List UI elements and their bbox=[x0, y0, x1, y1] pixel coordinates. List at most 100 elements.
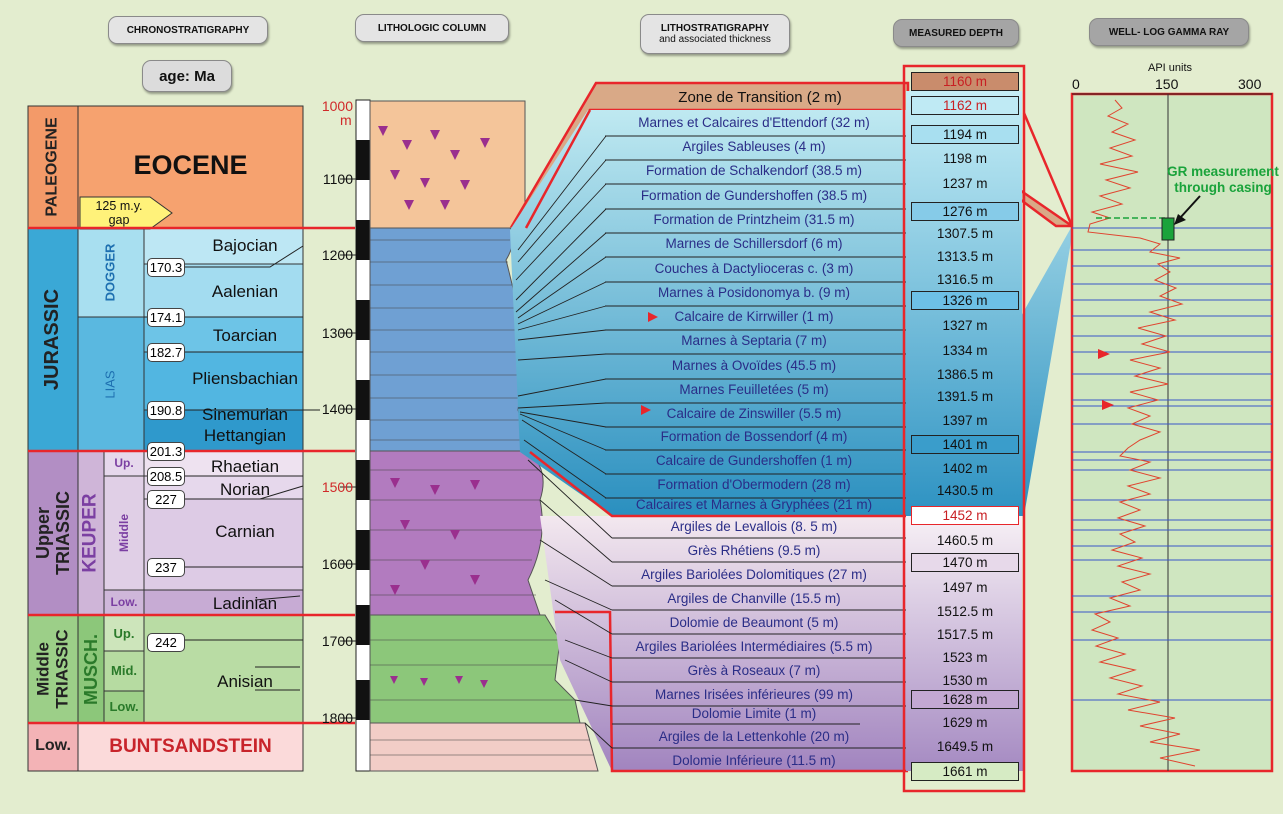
epoch-eocene-label: EOCENE bbox=[133, 150, 248, 180]
depth-label-1500: 1500 bbox=[321, 479, 353, 495]
depth-label-1400: 1400 bbox=[321, 401, 353, 417]
md-value-boxed: 1194 m bbox=[911, 125, 1019, 144]
md-value: 1530 m bbox=[942, 673, 988, 688]
litho-eocene bbox=[369, 100, 526, 229]
gamma-marker-2 bbox=[1102, 400, 1114, 410]
gamma-horizontal-markers bbox=[1072, 227, 1272, 701]
age-box: 242 bbox=[147, 633, 185, 652]
md-value: 1430.5 m bbox=[936, 483, 994, 498]
lithostrat-red-outline-triassic bbox=[555, 610, 908, 773]
stage-carnian-label: Carnian bbox=[215, 522, 275, 541]
lithostrat-label: Dolomie Inférieure (11.5 m) bbox=[672, 753, 836, 768]
gamma-tick-0: 0 bbox=[1072, 76, 1080, 92]
md-value-boxed: 1160 m bbox=[911, 72, 1019, 91]
subepoch-up-box bbox=[103, 450, 145, 477]
md-value: 1649.5 m bbox=[936, 739, 994, 754]
period-lower-triassic-label: Low. bbox=[35, 737, 71, 754]
epoch-lias-label: LIAS bbox=[102, 369, 118, 399]
stage-pliensbachian-label: Pliensbachian bbox=[192, 369, 298, 388]
lithostrat-label: Marnes Irisées inférieures (99 m) bbox=[654, 687, 854, 702]
casing-arrow-line bbox=[1179, 195, 1201, 219]
lithostrat-red-outline-jurassic-bottom bbox=[529, 451, 908, 518]
period-upper-triassic-label: Upper TRIASSIC bbox=[22, 451, 84, 615]
md-value: 1313.5 m bbox=[936, 249, 994, 264]
gamma-units-label: API units bbox=[1147, 62, 1193, 74]
marker-kirrwiller bbox=[648, 312, 658, 322]
depth-label-1300: 1300 bbox=[321, 325, 353, 341]
epoch-musch-label: MUSCH. bbox=[80, 633, 101, 705]
litho-jurassic bbox=[369, 227, 531, 452]
header-measured-depth: MEASURED DEPTH bbox=[893, 19, 1019, 47]
casing-arrow-head bbox=[1174, 214, 1186, 225]
subepoch-m-mid-label: Mid. bbox=[111, 663, 137, 678]
age-box: 201.3 bbox=[147, 442, 185, 461]
md-value: 1397 m bbox=[942, 413, 988, 428]
lithostrat-label: Marnes à Septaria (7 m) bbox=[681, 333, 827, 348]
epoch-dogger-label: DOGGER bbox=[102, 243, 118, 302]
md-value: 1391.5 m bbox=[936, 389, 994, 404]
subepoch-up-label: Up. bbox=[114, 456, 134, 470]
md-value-boxed: 1401 m bbox=[911, 435, 1019, 454]
lithostrat-red-outline-jurassic bbox=[524, 109, 592, 229]
lithostrat-label: Dolomie de Beaumont (5 m) bbox=[669, 615, 839, 630]
subepoch-m-mid-box bbox=[103, 650, 145, 692]
lithostrat-label: Zone de Transition (2 m) bbox=[678, 89, 842, 106]
stage-toarcian-label: Toarcian bbox=[212, 326, 278, 345]
stage-ladinian-box bbox=[143, 589, 304, 616]
lithostrat-label: Calcaire de Zinswiller (5.5 m) bbox=[666, 406, 842, 421]
gap-label: 125 m.y. gap bbox=[95, 199, 143, 227]
lithostrat-label: Couches à Dactylioceras c. (3 m) bbox=[654, 261, 854, 276]
depth-unit-label: m bbox=[340, 112, 352, 128]
header-lithostratigraphy: LITHOSTRATIGRAPHY and associated thickne… bbox=[640, 14, 790, 54]
lithostrat-label: Calcaire de Gundershoffen (1 m) bbox=[655, 453, 853, 468]
epoch-keuper-label: KEUPER bbox=[80, 493, 101, 573]
lithostrat-label: Marnes et Calcaires d'Ettendorf (32 m) bbox=[638, 115, 870, 130]
md-value: 1307.5 m bbox=[936, 226, 994, 241]
md-value: 1316.5 m bbox=[936, 272, 994, 287]
stage-bajocian-label: Bajocian bbox=[212, 236, 278, 255]
middle-triassic-line1: Middle bbox=[34, 642, 53, 696]
md-value: 1517.5 m bbox=[936, 627, 994, 642]
stage-rhaetian-label: Rhaetian bbox=[210, 457, 280, 476]
md-value: 1237 m bbox=[942, 176, 988, 191]
md-value: 1402 m bbox=[942, 461, 988, 476]
depth-scale-segments bbox=[356, 140, 370, 720]
depth-label-1200: 1200 bbox=[321, 247, 353, 263]
stage-sinemurian-label: Sinemurian bbox=[202, 405, 288, 424]
period-middle-triassic-label: Middle TRIASSIC bbox=[22, 615, 84, 723]
subepoch-middle-label: Middle bbox=[117, 514, 131, 552]
gamma-panel bbox=[1070, 92, 1274, 773]
age-box: 190.8 bbox=[147, 401, 185, 420]
lithostrat-label: Formation de Schalkendorf (38.5 m) bbox=[645, 163, 863, 178]
upper-triassic-line2: TRIASSIC bbox=[53, 490, 74, 576]
depth-label-1600: 1600 bbox=[321, 556, 353, 572]
lithostrat-label: Formation d'Obermodern (28 m) bbox=[657, 477, 851, 492]
md-value-boxed: 1452 m bbox=[911, 506, 1019, 525]
subepoch-low-label: Low. bbox=[110, 595, 138, 609]
age-box: 182.7 bbox=[147, 343, 185, 362]
gap-arrow bbox=[79, 196, 173, 230]
gamma-casing-annotation: GR measurement through casing bbox=[1167, 164, 1279, 195]
upper-triassic-line1: Upper bbox=[33, 506, 54, 560]
lithostrat-jurassic-band bbox=[510, 110, 1072, 516]
md-column-outline bbox=[902, 64, 1026, 793]
lithostrat-label: Argiles de la Lettenkohle (20 m) bbox=[658, 729, 850, 744]
casing-measurement-box bbox=[1161, 217, 1175, 241]
age-unit-label: age: Ma bbox=[142, 60, 232, 92]
gamma-marker-1 bbox=[1098, 349, 1110, 359]
depth-ticks bbox=[340, 178, 356, 719]
md-value: 1386.5 m bbox=[936, 367, 994, 382]
header-gamma-ray: WELL- LOG GAMMA RAY bbox=[1089, 18, 1249, 46]
header-lithostratigraphy-line1: LITHOSTRATIGRAPHY bbox=[660, 23, 770, 34]
lithostrat-label: Marnes de Schillersdorf (6 m) bbox=[665, 236, 843, 251]
stage-aalenian-label: Aalenian bbox=[211, 282, 279, 301]
lithostrat-label: Calcaires et Marnes à Gryphées (21 m) bbox=[635, 497, 873, 512]
depth-label-1800: 1800 bbox=[321, 710, 353, 726]
period-jurassic-box bbox=[27, 227, 79, 452]
depth-scale-bar bbox=[355, 99, 371, 772]
lithostrat-label: Formation de Bossendorf (4 m) bbox=[660, 429, 848, 444]
md-value: 1460.5 m bbox=[936, 533, 994, 548]
subepoch-m-low-label: Low. bbox=[109, 699, 139, 714]
md-value: 1327 m bbox=[942, 318, 988, 333]
lithostrat-label: Formation de Gundershoffen (38.5 m) bbox=[640, 188, 868, 203]
